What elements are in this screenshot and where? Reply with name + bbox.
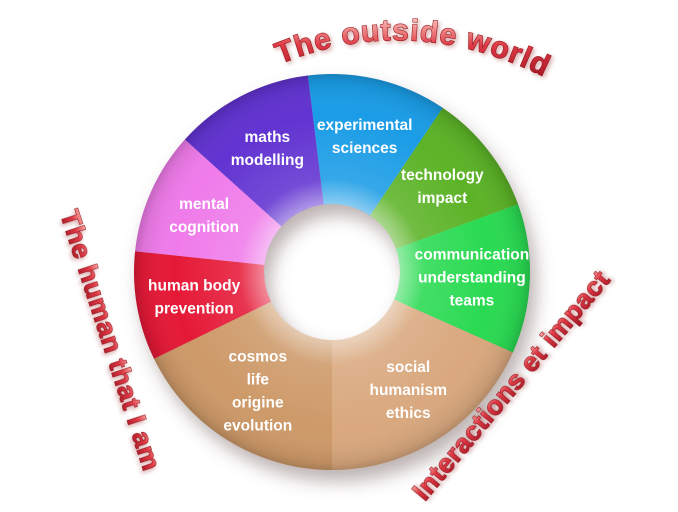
slice-label-human-body-prevention: human body [148, 277, 241, 294]
slice-label-social-humanism-ethics: humanism [369, 382, 447, 399]
slice-label-experimental-sciences: experimental [317, 117, 413, 134]
donut-gloss [133, 74, 530, 470]
slice-label-communication-understanding-teams: communication [415, 246, 530, 263]
outer-label-top-text: The outside world [270, 14, 555, 84]
slice-label-cosmos-life-origine-evolution: cosmos [229, 349, 288, 366]
slice-label-technology-impact: technology [401, 167, 484, 184]
slice-label-cosmos-life-origine-evolution: evolution [223, 418, 292, 435]
slice-label-human-body-prevention: prevention [155, 300, 234, 317]
slice-label-cosmos-life-origine-evolution: origine [232, 395, 284, 412]
slice-label-maths-modelling: modelling [231, 152, 304, 169]
slice-label-mental-cognition: mental [179, 196, 229, 213]
slice-label-communication-understanding-teams: understanding [418, 269, 526, 286]
outer-label-top: The outside world [271, 14, 556, 83]
slice-label-social-humanism-ethics: ethics [386, 405, 431, 422]
slice-label-social-humanism-ethics: social [386, 359, 430, 376]
slice-label-cosmos-life-origine-evolution: life [247, 372, 270, 389]
slice-label-maths-modelling: maths [245, 129, 291, 146]
slice-label-technology-impact: impact [417, 190, 467, 207]
slice-label-mental-cognition: cognition [169, 219, 239, 236]
donut-gloss-overlay [133, 74, 530, 470]
slice-label-communication-understanding-teams: teams [450, 292, 495, 309]
slice-label-experimental-sciences: sciences [332, 140, 398, 157]
